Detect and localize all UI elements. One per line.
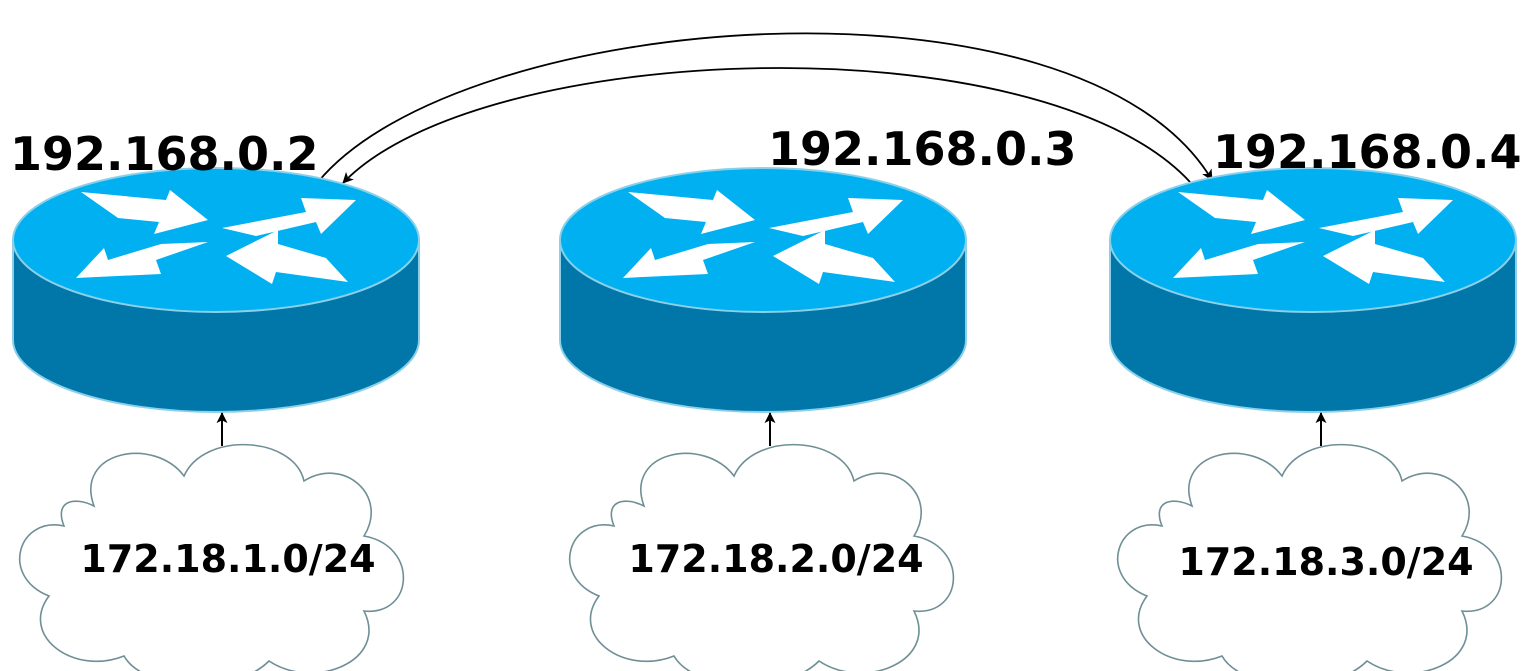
link-arrow-to-left-router (342, 67, 1191, 184)
link-arrow-to-right-router (317, 32, 1213, 183)
network-label: 172.18.3.0/24 (1178, 540, 1473, 584)
router-node-2: 192.168.0.3 172.18.2.0/24 (559, 122, 1076, 671)
router-node-1: 192.168.0.2 172.18.1.0/24 (10, 127, 420, 671)
router-ip-label: 192.168.0.2 (10, 127, 318, 181)
router-ip-label: 192.168.0.3 (768, 122, 1076, 176)
router-icon (12, 167, 420, 413)
network-label: 172.18.1.0/24 (80, 537, 375, 581)
network-label: 172.18.2.0/24 (628, 537, 923, 581)
router-ip-label: 192.168.0.4 (1213, 125, 1521, 179)
router-node-3: 192.168.0.4 172.18.3.0/24 (1109, 125, 1521, 671)
router-icon (1109, 167, 1517, 413)
router-icon (559, 167, 967, 413)
